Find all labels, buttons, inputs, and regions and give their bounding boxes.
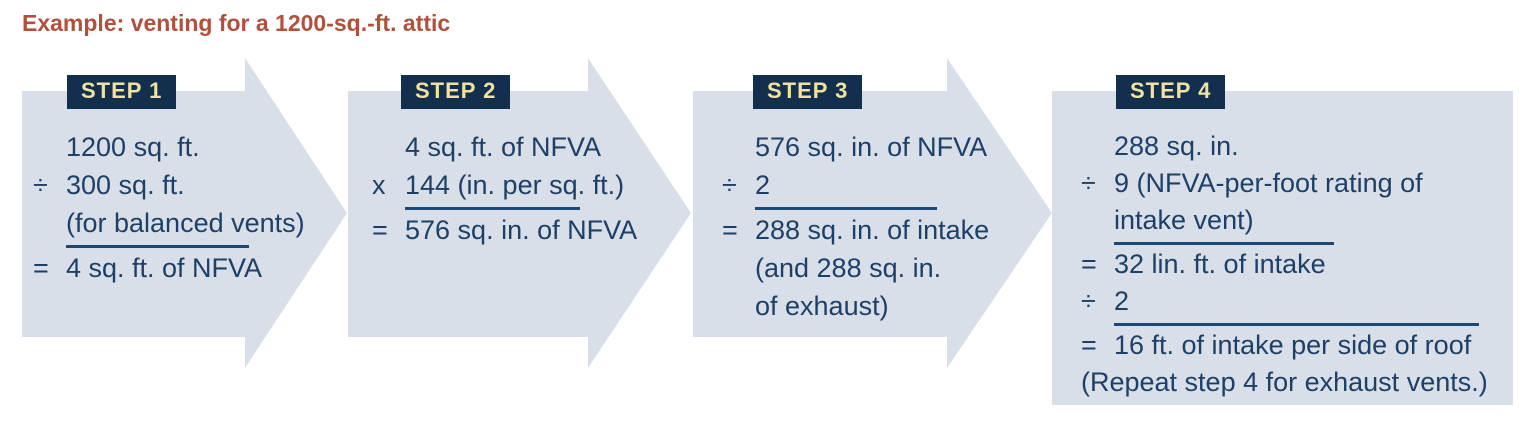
formula-note-line: (Repeat step 4 for exhaust vents.)	[1081, 364, 1513, 401]
operator	[1081, 202, 1114, 239]
formula-line: x 144 (in. per sq. ft.)	[372, 166, 691, 204]
step-4-formula: 288 sq. in. ÷9 (NFVA-per-foot rating of …	[1052, 128, 1513, 401]
formula-line: 576 sq. in. of NFVA	[722, 128, 1052, 166]
operator: ÷	[33, 170, 48, 200]
formula-line: ÷ 9 (NFVA-per-foot rating of	[1081, 165, 1513, 202]
operator	[1081, 128, 1114, 165]
step-3: STEP 3 576 sq. in. of NFVA ÷2 =288 sq. i…	[693, 58, 1052, 368]
operator	[722, 287, 755, 325]
operator	[33, 128, 66, 166]
operator: =	[722, 215, 738, 245]
operator: ÷	[722, 170, 737, 200]
formula-text: 2	[755, 170, 771, 200]
step-4-badge: STEP 4	[1116, 75, 1226, 109]
fraction-rule	[405, 207, 580, 210]
formula-line: 1200 sq. ft.	[33, 128, 347, 166]
fraction-rule	[66, 245, 249, 248]
formula-line: 4 sq. ft. of NFVA	[372, 128, 691, 166]
step-2-formula: 4 sq. ft. of NFVA x 144 (in. per sq. ft.)…	[348, 128, 691, 249]
step-1: STEP 1 1200 sq. ft. ÷ 300 sq. ft. (for ba…	[22, 58, 347, 368]
step-2-badge: STEP 2	[401, 75, 511, 109]
formula-text: (and 288 sq. in.	[755, 253, 942, 283]
operator	[372, 128, 405, 166]
step-4: STEP 4 288 sq. in. ÷ 9 (NFVA-per-foot rat…	[1052, 58, 1513, 405]
formula-line: = 16 ft. of intake per side of roof	[1081, 327, 1513, 364]
formula-text: 4 sq. ft. of NFVA	[405, 132, 602, 162]
formula-text: 300 sq. ft.	[66, 170, 185, 200]
formula-line: 288 sq. in.	[1081, 128, 1513, 165]
operator: ÷	[1081, 286, 1096, 316]
operator: =	[1081, 249, 1097, 279]
formula-text: (for balanced vents)	[66, 208, 305, 238]
operator	[722, 128, 755, 166]
formula-text: 144 (in. per sq. ft.)	[405, 170, 625, 200]
operator	[33, 204, 66, 242]
formula-text: 16 ft. of intake per side of roof	[1114, 330, 1472, 360]
formula-line: = 32 lin. ft. of intake	[1081, 246, 1513, 283]
formula-line: (for balanced vents)	[33, 204, 347, 242]
operator: =	[372, 215, 388, 245]
formula-line: intake vent)	[1081, 202, 1513, 239]
rectangle-shape	[1052, 91, 1513, 405]
formula-line: (and 288 sq. in.	[722, 249, 1052, 287]
operator: x	[372, 170, 386, 200]
formula-line: ÷2	[1081, 283, 1513, 320]
step-3-badge: STEP 3	[753, 75, 863, 109]
formula-text: of exhaust)	[755, 291, 889, 321]
formula-line: = 576 sq. in. of NFVA	[372, 211, 691, 249]
formula-line: = 4 sq. ft. of NFVA	[33, 249, 347, 287]
operator: ÷	[1081, 168, 1096, 198]
formula-line: of exhaust)	[722, 287, 1052, 325]
step-1-formula: 1200 sq. ft. ÷ 300 sq. ft. (for balanced …	[22, 128, 347, 287]
formula-text: 9 (NFVA-per-foot rating of	[1114, 168, 1423, 198]
operator: =	[1081, 330, 1097, 360]
page-title: Example: venting for a 1200-sq.-ft. atti…	[22, 10, 451, 36]
fraction-rule	[755, 207, 937, 210]
formula-line: ÷ 300 sq. ft.	[33, 166, 347, 204]
formula-text: 32 lin. ft. of intake	[1114, 249, 1326, 279]
fraction-rule	[1114, 242, 1334, 245]
operator: =	[33, 253, 49, 283]
formula-text: (Repeat step 4 for exhaust vents.)	[1081, 367, 1488, 397]
formula-text: 4 sq. ft. of NFVA	[66, 253, 263, 283]
formula-line: ÷2	[722, 166, 1052, 204]
formula-text: 576 sq. in. of NFVA	[405, 215, 638, 245]
formula-text: intake vent)	[1114, 205, 1254, 235]
formula-text: 2	[1114, 286, 1130, 316]
formula-line: = 288 sq. in. of intake	[722, 211, 1052, 249]
formula-text: 288 sq. in.	[1114, 131, 1239, 161]
step-1-badge: STEP 1	[67, 75, 177, 109]
operator	[722, 249, 755, 287]
formula-text: 1200 sq. ft.	[66, 132, 200, 162]
fraction-rule	[1114, 323, 1479, 326]
formula-text: 288 sq. in. of intake	[755, 215, 990, 245]
formula-text: 576 sq. in. of NFVA	[755, 132, 988, 162]
step-3-formula: 576 sq. in. of NFVA ÷2 =288 sq. in. of i…	[693, 128, 1052, 325]
step-2: STEP 2 4 sq. ft. of NFVA x 144 (in. per s…	[348, 58, 691, 368]
